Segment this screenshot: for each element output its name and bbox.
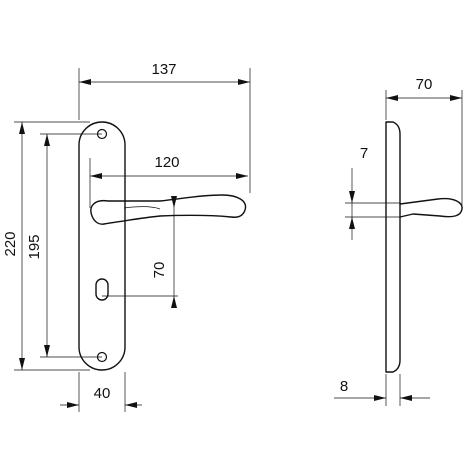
dimension-7: 7: [349, 145, 368, 240]
dimension-label-120: 120: [154, 154, 179, 171]
dimension-label-7: 7: [360, 145, 368, 162]
lever-handle: [90, 194, 247, 225]
dimension-label-40: 40: [94, 385, 111, 402]
lever-neck-line: [123, 206, 161, 210]
keyhole-slot: [95, 278, 109, 301]
dimension-label-70-horizontal: 70: [416, 76, 433, 93]
dimension-8: 8: [334, 374, 430, 406]
dimension-120: 120: [89, 154, 248, 208]
dimension-label-70-vertical: 70: [151, 262, 168, 279]
dimension-label-195: 195: [26, 234, 43, 259]
dimension-70-horizontal: 70: [385, 76, 463, 205]
dimension-70-vertical: 70: [151, 196, 177, 308]
backplate: [78, 121, 126, 371]
side-view: [345, 121, 463, 373]
dimension-40: 40: [60, 372, 142, 412]
dimension-220: 220: [2, 121, 90, 371]
dimension-195: 195: [26, 133, 102, 358]
front-view: [78, 121, 247, 371]
dimension-label-8: 8: [340, 378, 348, 395]
dimension-label-137: 137: [151, 61, 176, 78]
side-plate: [385, 121, 401, 373]
dimension-137: 137: [78, 61, 251, 193]
dimension-label-220: 220: [2, 231, 19, 256]
side-lever: [399, 197, 463, 218]
